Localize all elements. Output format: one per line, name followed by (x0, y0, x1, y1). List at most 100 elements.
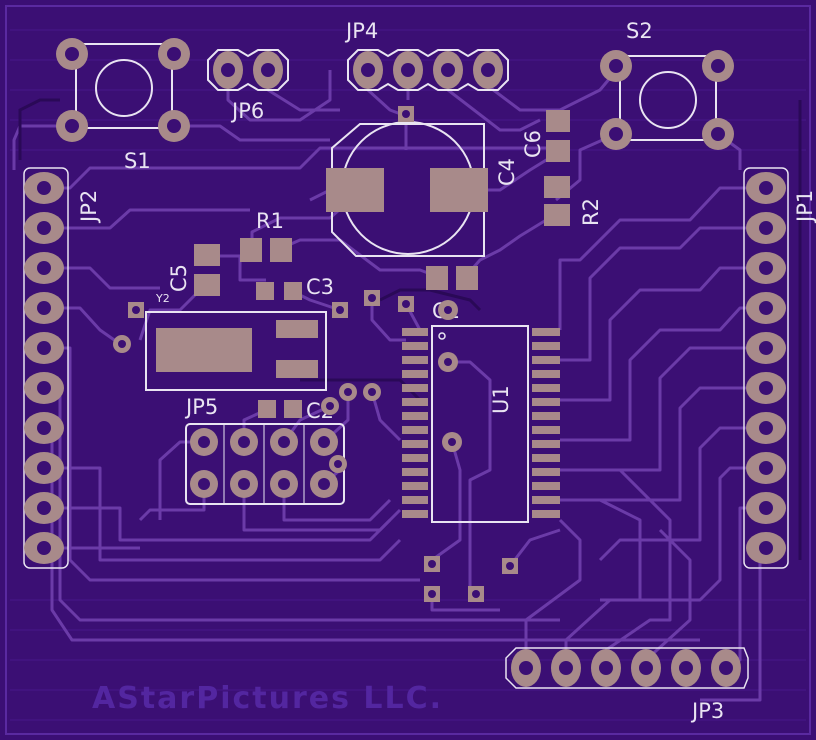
component-r2 (544, 176, 570, 226)
watermark-text: AStarPictures LLC. (92, 681, 443, 716)
label-s1: S1 (124, 149, 151, 173)
jp2-pad-hole (37, 301, 51, 315)
u1-pin-pad (532, 496, 560, 504)
y2-pad (276, 320, 318, 338)
jp1-pad-hole (759, 461, 773, 475)
label-s2: S2 (626, 19, 653, 43)
jp3-pad-hole (599, 661, 613, 675)
label-jp2: JP2 (77, 190, 101, 224)
label-jp4: JP4 (344, 19, 378, 43)
u1-pin-pad (532, 412, 560, 420)
label-r1: R1 (256, 209, 284, 233)
c2-pad (258, 400, 276, 418)
u1-pin-pad (402, 510, 428, 518)
copper-traces (12, 65, 766, 702)
jp3-pad-hole (719, 661, 733, 675)
u1-left-pads (402, 328, 428, 518)
label-jp5: JP5 (184, 395, 218, 419)
component-c3 (256, 282, 302, 300)
pushbutton-s2 (600, 50, 734, 150)
jp1-pad-hole (759, 261, 773, 275)
r1-pad (240, 238, 262, 262)
jp1-outline (743, 167, 789, 569)
jp1-pad-hole (759, 381, 773, 395)
jp2-outline (23, 167, 69, 569)
u1-pin-pad (532, 398, 560, 406)
u1-pin-pad (532, 468, 560, 476)
component-c5 (194, 244, 220, 296)
u1-pin-pad (402, 384, 428, 392)
jp1-pad-hole (759, 181, 773, 195)
jp2-pad-hole (37, 461, 51, 475)
label-jp6: JP6 (230, 99, 264, 123)
jp3-pad-hole (679, 661, 693, 675)
r2-pad (544, 176, 570, 198)
u1-pin-pad (532, 328, 560, 336)
c6-pad (546, 140, 570, 162)
jp2-pad-hole (37, 261, 51, 275)
u1-pin-pad (402, 468, 428, 476)
jp2-pad-hole (37, 541, 51, 555)
s2-outline (619, 55, 717, 141)
u1-pin-pad (532, 454, 560, 462)
jp2-pad-hole (37, 181, 51, 195)
c4-pad (430, 168, 488, 212)
u1-outline (431, 325, 529, 523)
jp3-pad-hole (559, 661, 573, 675)
label-c5: C5 (167, 264, 191, 292)
s1-outline (75, 43, 173, 129)
board-outline (5, 5, 811, 735)
u1-pin-pad (532, 426, 560, 434)
jp2-pad-hole (37, 341, 51, 355)
u1-pin-pad (532, 510, 560, 518)
u1-pin-pad (532, 370, 560, 378)
u1-pin-pad (402, 426, 428, 434)
jp1-pad-hole (759, 221, 773, 235)
component-c4 (326, 106, 488, 257)
c4-pad (326, 168, 384, 212)
component-c2 (258, 400, 302, 418)
label-c4: C4 (495, 158, 519, 186)
u1-pin-pad (402, 356, 428, 364)
c6-pad (546, 110, 570, 132)
jp1-pad-hole (759, 341, 773, 355)
u1-pin-pad (402, 328, 428, 336)
jp2-pad-hole (37, 381, 51, 395)
u1-pin-pad (402, 454, 428, 462)
vias (113, 290, 518, 602)
s1-actuator (95, 59, 153, 117)
component-c6 (546, 110, 570, 162)
jp2-pad-hole (37, 421, 51, 435)
label-c3: C3 (306, 275, 334, 299)
y2-pad (156, 328, 252, 372)
component-c1 (426, 266, 478, 290)
jp1-pad-hole (759, 541, 773, 555)
c5-pad (194, 244, 220, 266)
header-jp1 (743, 167, 789, 569)
u1-pin-pad (402, 342, 428, 350)
u1-pin-pad (402, 482, 428, 490)
u1-right-pads (532, 328, 560, 518)
component-r1 (240, 238, 292, 262)
u1-pin-pad (402, 370, 428, 378)
header-jp6 (207, 49, 289, 91)
u1-pin-pad (402, 496, 428, 504)
label-u1: U1 (489, 385, 513, 414)
pushbutton-s1 (56, 38, 190, 142)
r2-pad (544, 204, 570, 226)
jp4-outline (347, 49, 509, 91)
jp2-pad-hole (37, 221, 51, 235)
label-jp3: JP3 (690, 699, 724, 723)
u1-pin-pad (532, 482, 560, 490)
c1-pad (426, 266, 448, 290)
u1-pin-pad (402, 398, 428, 406)
header-jp5 (185, 423, 345, 505)
jp3-pad-hole (519, 661, 533, 675)
jp2-pad-hole (37, 501, 51, 515)
u1-pin-pad (532, 342, 560, 350)
c3-pad (284, 282, 302, 300)
jp1-pad-hole (759, 421, 773, 435)
c5-pad (194, 274, 220, 296)
c1-pad (456, 266, 478, 290)
header-jp2 (23, 167, 69, 569)
